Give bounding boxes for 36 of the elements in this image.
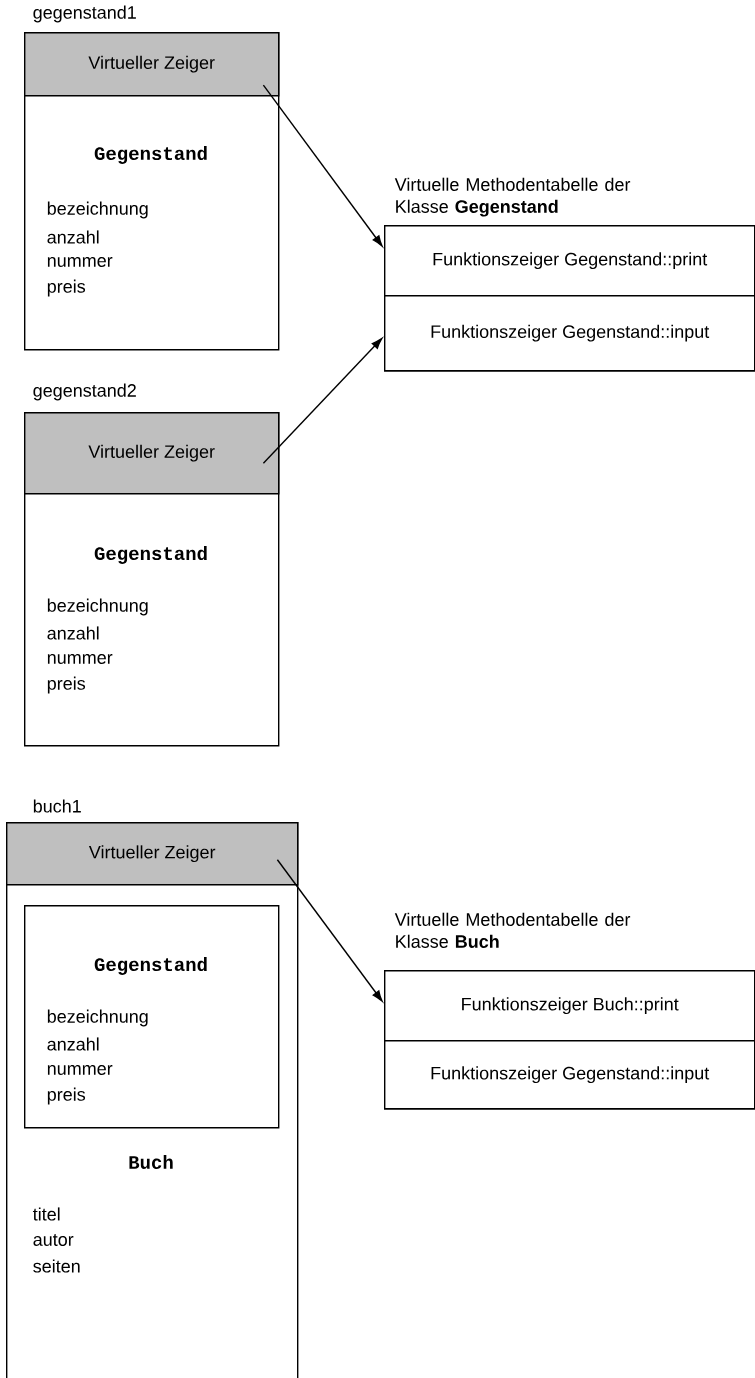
- member-name: bezeichnung: [47, 598, 148, 616]
- member-name: nummer: [47, 257, 113, 267]
- object-name: gegenstand2: [33, 383, 136, 401]
- member-name: bezeichnung: [47, 1009, 148, 1027]
- member-name: bezeichnung: [47, 201, 148, 219]
- table-row: Funktionszeiger Gegenstand::input: [384, 1040, 755, 1110]
- table-row: Funktionszeiger Gegenstand::input: [384, 295, 755, 372]
- member-name: anzahl: [47, 1037, 99, 1051]
- member-name: seiten: [33, 1259, 80, 1273]
- member-name: preis: [47, 279, 86, 297]
- table-heading: Virtuelle Methodentabelle der Klasse Gegenstand: [394, 177, 631, 217]
- pointer-field: Virtueller Zeiger: [24, 32, 280, 97]
- table-heading: Virtuelle Methodentabelle der Klasse Buch: [394, 912, 631, 948]
- node-label: Funktionszeiger Buch::print: [462, 997, 679, 1015]
- member-name: nummer: [47, 654, 113, 664]
- object-name: gegenstand1: [33, 5, 136, 23]
- class-name: Gegenstand: [94, 146, 207, 164]
- class-name: Buch: [129, 1155, 173, 1169]
- pointer-field: Virtueller Zeiger: [6, 822, 299, 886]
- arrow: [262, 337, 383, 464]
- class-name: Gegenstand: [94, 546, 207, 564]
- class-name: Gegenstand: [94, 957, 207, 975]
- member-name: autor: [33, 1234, 74, 1246]
- object-name: buch1: [33, 799, 81, 813]
- table-row: Funktionszeiger Gegenstand::print: [384, 225, 755, 297]
- table-row: Funktionszeiger Buch::print: [384, 970, 755, 1042]
- member-name: anzahl: [47, 230, 99, 244]
- pointer-field: Virtueller Zeiger: [24, 412, 280, 495]
- member-name: titel: [32, 1207, 60, 1221]
- arrow: [276, 859, 383, 1002]
- arrow: [262, 84, 383, 247]
- member-name: anzahl: [47, 626, 99, 640]
- member-name: nummer: [47, 1065, 113, 1075]
- member-name: preis: [47, 676, 86, 694]
- member-name: preis: [47, 1087, 86, 1105]
- node-label: Funktionszeiger Gegenstand::print: [433, 252, 708, 270]
